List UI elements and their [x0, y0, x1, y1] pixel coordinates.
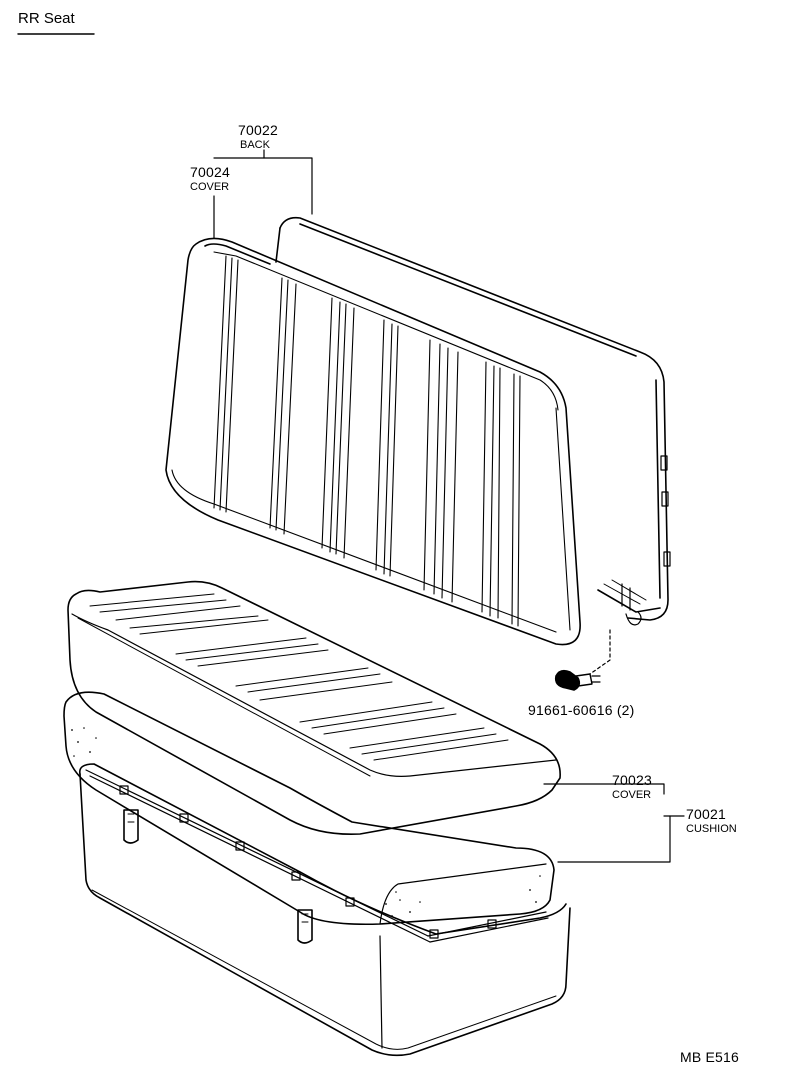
- page-title: RR Seat: [18, 10, 75, 27]
- part-name-back-cover: COVER: [190, 181, 230, 193]
- part-number-cushion: 70021: [686, 806, 726, 822]
- part-number-cushion-cover: 70023: [612, 772, 652, 788]
- part-number-back-cover: 70024: [190, 164, 230, 180]
- leader-lines: [213, 149, 685, 863]
- seat-back-frame: [275, 216, 671, 626]
- part-name-cushion: CUSHION: [686, 823, 737, 835]
- seat-cushion: [63, 691, 555, 926]
- seat-cushion-cover: [67, 580, 561, 836]
- diagram-code: MB E516: [680, 1049, 739, 1065]
- part-name-back: BACK: [240, 139, 270, 151]
- part-name-cushion-cover: COVER: [612, 789, 652, 801]
- part-number-bolt: 91661-60616 (2): [528, 702, 635, 718]
- bolt-part: [554, 669, 601, 691]
- part-number-back: 70022: [238, 122, 278, 138]
- seat-back-cover: [165, 237, 581, 646]
- seat-base-frame: [78, 763, 571, 1057]
